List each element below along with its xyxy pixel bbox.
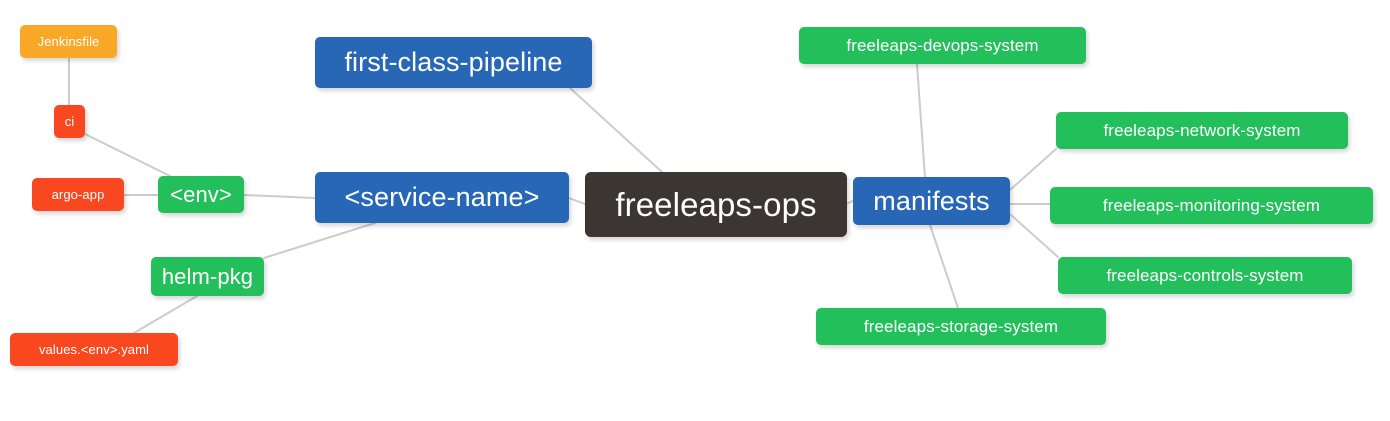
edge-network-to-manifests xyxy=(1009,148,1057,191)
edge-helm-to-service xyxy=(263,222,376,259)
node-label: Jenkinsfile xyxy=(37,34,100,49)
edge-service-to-root xyxy=(568,197,586,205)
node-label: helm-pkg xyxy=(161,263,254,289)
node-label: <service-name> xyxy=(344,182,540,212)
mindmap-node-controls[interactable]: freeleaps-controls-system xyxy=(1058,257,1352,294)
mindmap-node-argo[interactable]: argo-app xyxy=(32,178,124,211)
node-label: argo-app xyxy=(51,187,105,202)
edge-root-to-manifests xyxy=(845,200,854,205)
mindmap-node-manifests[interactable]: manifests xyxy=(853,177,1010,225)
node-label: first-class-pipeline xyxy=(344,47,563,77)
mindmap-node-devops[interactable]: freeleaps-devops-system xyxy=(799,27,1086,64)
mindmap-node-jenkinsfile[interactable]: Jenkinsfile xyxy=(20,25,117,58)
node-label: ci xyxy=(64,114,75,129)
node-label: freeleaps-controls-system xyxy=(1106,266,1304,285)
edge-storage-to-manifests xyxy=(929,224,959,309)
node-label: values.<env>.yaml xyxy=(38,342,150,357)
node-label: freeleaps-ops xyxy=(615,186,817,223)
mindmap-node-service[interactable]: <service-name> xyxy=(315,172,569,223)
node-label: freeleaps-monitoring-system xyxy=(1102,196,1321,215)
node-label: freeleaps-network-system xyxy=(1103,121,1301,140)
edge-pipeline-to-root xyxy=(569,87,663,173)
mindmap-node-storage[interactable]: freeleaps-storage-system xyxy=(816,308,1106,345)
edge-values-to-helm xyxy=(133,295,198,334)
mindmap-node-root[interactable]: freeleaps-ops xyxy=(585,172,847,237)
mindmap-node-ci[interactable]: ci xyxy=(54,105,85,138)
node-label: freeleaps-storage-system xyxy=(863,317,1059,336)
mindmap-node-env[interactable]: <env> xyxy=(158,176,244,213)
mindmap-node-pipeline[interactable]: first-class-pipeline xyxy=(315,37,592,88)
edge-env-to-service xyxy=(243,194,316,199)
edge-devops-to-manifests xyxy=(916,63,926,178)
mindmap-node-network[interactable]: freeleaps-network-system xyxy=(1056,112,1348,149)
mindmap-node-monitoring[interactable]: freeleaps-monitoring-system xyxy=(1050,187,1373,224)
node-label: freeleaps-devops-system xyxy=(846,36,1039,55)
edge-ci-to-env xyxy=(84,133,171,177)
node-label: manifests xyxy=(873,185,990,216)
mindmap-node-helm[interactable]: helm-pkg xyxy=(151,257,264,296)
node-label: <env> xyxy=(170,181,232,207)
mindmap-node-values[interactable]: values.<env>.yaml xyxy=(10,333,178,366)
